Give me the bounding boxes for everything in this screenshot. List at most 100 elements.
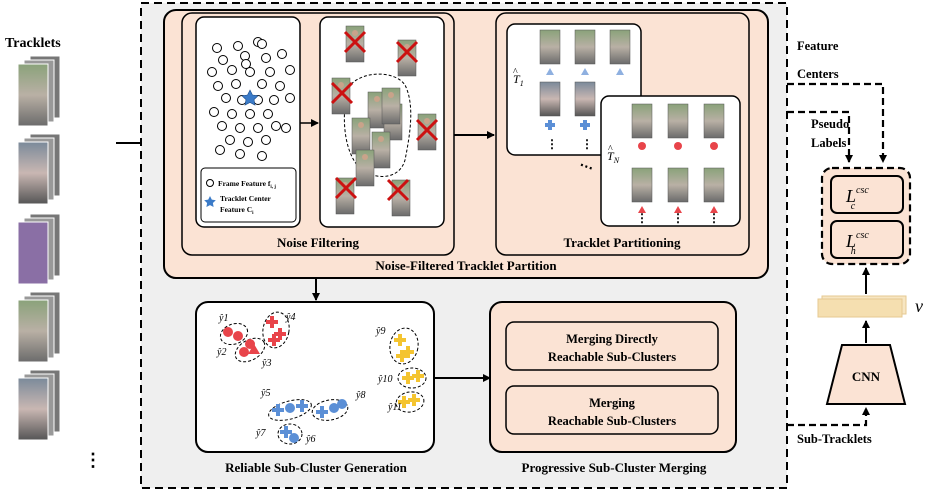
frame-feature-point	[269, 95, 279, 105]
circle-marker	[674, 142, 682, 150]
cluster-label-y4: ŷ4	[285, 312, 295, 323]
frame-feature-point	[218, 55, 228, 65]
sample-plus	[408, 394, 420, 406]
cnn-block	[825, 344, 907, 405]
cluster-label-y6: ŷ6	[305, 434, 315, 445]
frame-feature-point	[257, 79, 267, 89]
frame-feature-point	[221, 93, 231, 103]
frame-feature-point	[253, 123, 263, 133]
progressive-label: Progressive Sub-Cluster Merging	[522, 460, 707, 475]
triangle-marker	[638, 206, 646, 213]
frame-feature-point	[277, 49, 287, 59]
frame-feature-point	[275, 81, 285, 91]
frame-feature-point	[245, 109, 255, 119]
pseudo-labels-line2: Labels	[811, 136, 847, 150]
cluster-label-y10: ŷ10	[377, 374, 392, 385]
cross-icon	[386, 178, 410, 202]
person-head	[358, 122, 364, 128]
t1-hat: ^	[513, 67, 518, 78]
person-head	[388, 92, 394, 98]
cluster-label-y7: ŷ7	[255, 428, 266, 439]
frame-feature-point	[207, 67, 217, 77]
sample-plus	[402, 372, 414, 384]
sub-cluster-outline	[268, 399, 312, 421]
sample-plus	[272, 404, 284, 416]
partition-image	[703, 167, 725, 203]
ellipsis-dots: ⋮	[636, 211, 648, 225]
sample-dot	[239, 347, 249, 357]
sample-dot	[233, 331, 243, 341]
cross-stroke	[330, 81, 354, 105]
frame-feature-point	[285, 65, 295, 75]
sample-dot	[285, 403, 295, 413]
sample-plus	[296, 400, 308, 412]
cross-icon	[334, 176, 358, 200]
circle-marker	[710, 142, 718, 150]
triangle-marker	[546, 68, 554, 75]
t1-label: T1	[513, 72, 524, 88]
nftp-label: Noise-Filtered Tracklet Partition	[375, 258, 557, 273]
feature-legend	[200, 167, 297, 223]
cluster-label-y3: ŷ3	[261, 358, 271, 369]
frame-feature-point	[235, 149, 245, 159]
ellipsis-dots: ⋮	[672, 211, 684, 225]
legend-center-line2: Feature Ci	[220, 205, 254, 216]
plus-marker	[580, 120, 590, 130]
person-image	[351, 117, 371, 155]
cross-icon	[343, 30, 367, 54]
triangle-marker	[616, 68, 624, 75]
partition-image	[574, 29, 596, 65]
sample-plus	[266, 316, 278, 328]
tn-hat: ^	[608, 144, 613, 155]
tn-images: ⋮⋮⋮	[631, 103, 725, 225]
triangle-marker	[710, 206, 718, 213]
merge-directly-line1: Merging Directly	[566, 332, 658, 346]
cross-stroke	[386, 178, 410, 202]
frame-feature-point	[281, 123, 291, 133]
merge-directly-line2: Reachable Sub-Clusters	[548, 350, 676, 364]
person-head	[352, 30, 358, 36]
sub-cluster-outline	[389, 327, 419, 365]
t1-images: ⋮⋮	[539, 29, 631, 151]
dashed-arrow-pseudo-labels	[787, 110, 853, 163]
sample-plus	[316, 406, 328, 418]
tracklets-label: Tracklets	[5, 36, 61, 51]
person-image	[371, 131, 391, 169]
person-image	[355, 149, 375, 187]
sub-cluster-outline	[277, 423, 303, 445]
cluster-label-y1: ŷ1	[218, 313, 228, 324]
frame-feature-circle-icon	[206, 179, 214, 187]
frame-feature-point	[265, 67, 275, 77]
frame-feature-points	[207, 37, 295, 161]
tracklet-partitioning-label: Tracklet Partitioning	[563, 235, 681, 250]
tracklets-more-dots: ⋮	[84, 450, 102, 470]
sample-plus	[394, 334, 406, 346]
partition-image	[703, 103, 725, 139]
frame-feature-point	[241, 59, 251, 69]
frame-feature-point	[233, 41, 243, 51]
ellipsis-dots: ⋮	[546, 137, 558, 151]
frame-feature-point	[257, 39, 267, 49]
partition-image	[539, 81, 561, 117]
sample-dot	[289, 433, 299, 443]
frame-feature-point	[261, 135, 271, 145]
sample-dot	[337, 399, 347, 409]
sub-cluster-outline	[219, 322, 249, 346]
sample-plus	[402, 346, 414, 358]
frame-feature-point	[271, 121, 281, 131]
loss-c-box	[830, 175, 904, 214]
cross-icon	[330, 81, 354, 105]
sub-cluster-outline	[262, 311, 290, 349]
sub-cluster-outline	[397, 367, 427, 389]
frame-feature-point	[231, 79, 241, 89]
sample-plus	[280, 426, 292, 438]
circle-marker	[638, 142, 646, 150]
cnn-label: CNN	[852, 369, 881, 384]
frame-feature-point	[225, 135, 235, 145]
sample-dot	[329, 403, 339, 413]
triangle-marker	[581, 68, 589, 75]
legend-star-icon	[204, 196, 216, 208]
person-head	[424, 118, 430, 124]
frame-feature-point	[263, 109, 273, 119]
